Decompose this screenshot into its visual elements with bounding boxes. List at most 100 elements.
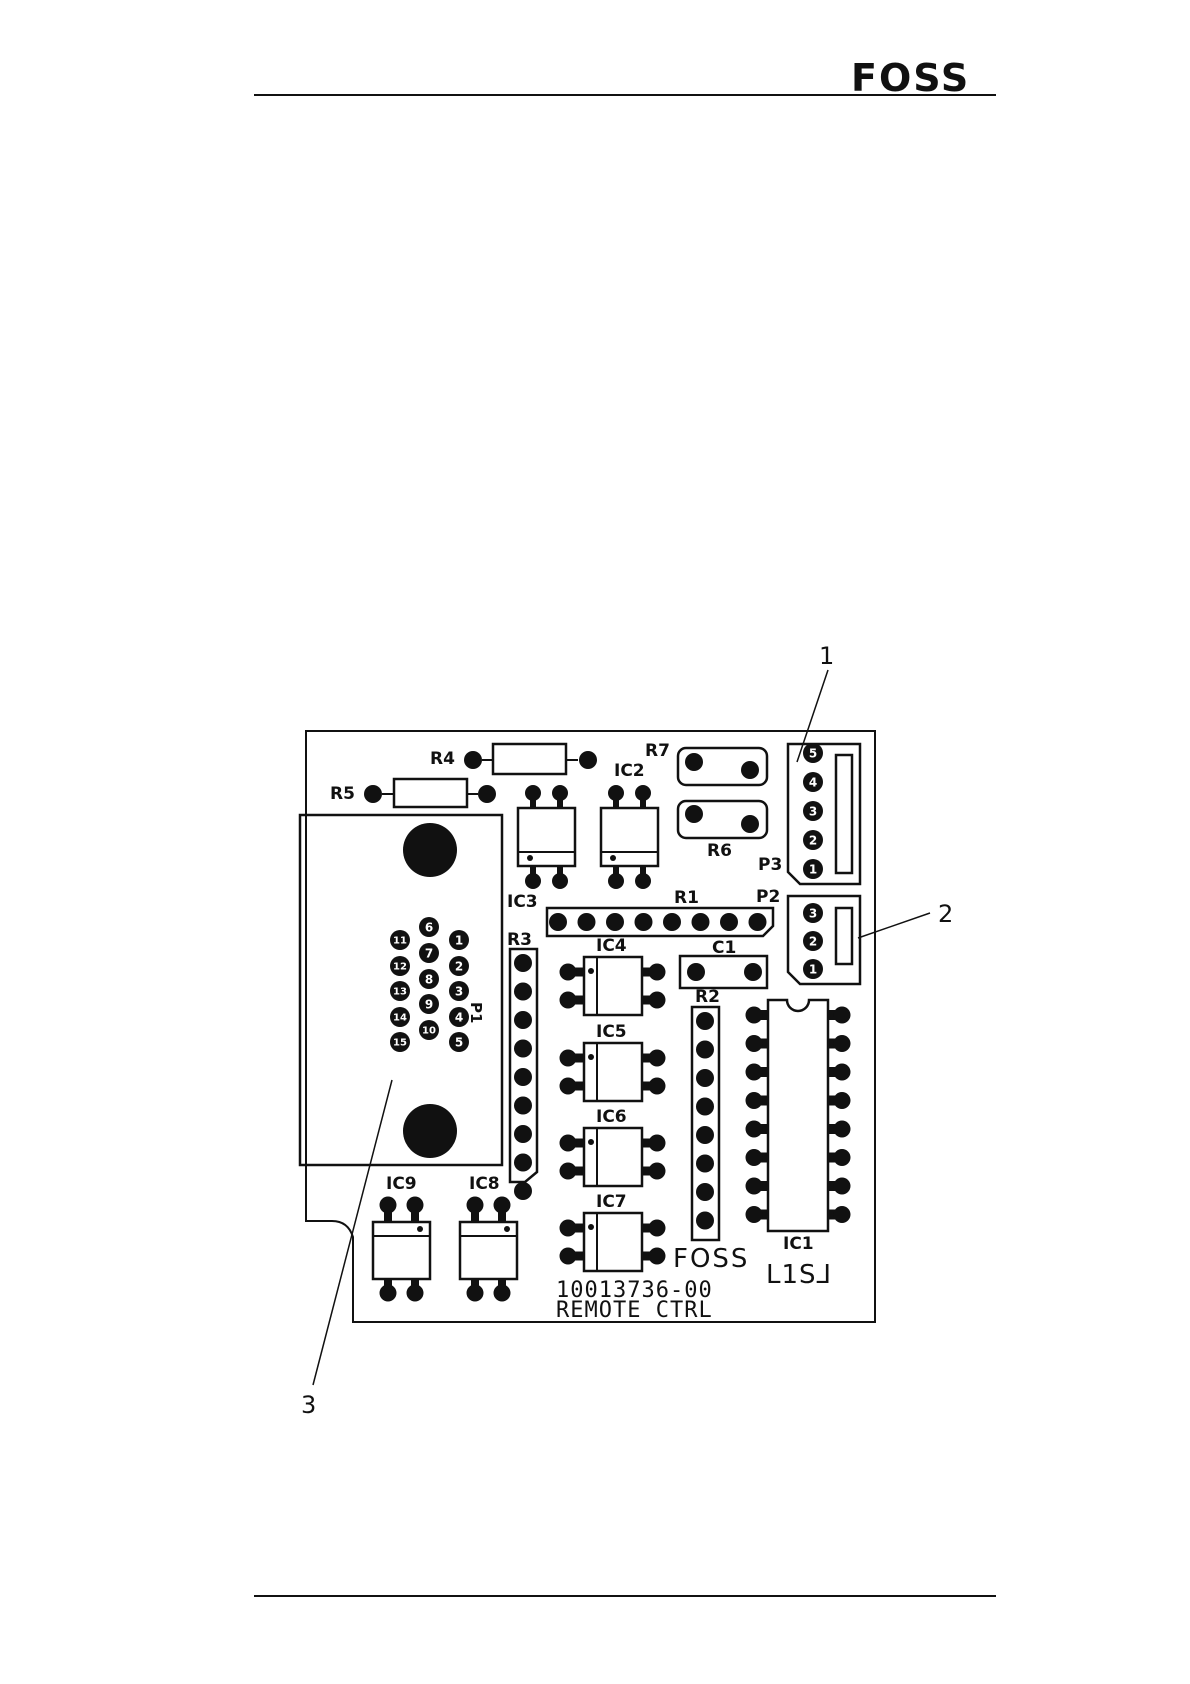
svg-text:1: 1 <box>809 962 817 976</box>
r2-pad <box>696 1183 714 1201</box>
label-r7: R7 <box>645 741 670 761</box>
ic1-pad-right <box>834 1007 851 1024</box>
ic1-pad-left <box>746 1092 763 1109</box>
r3-pad <box>514 983 532 1001</box>
p3-pin-3: 3 <box>803 801 823 821</box>
optocoupler-ic6: IC6 <box>560 1107 666 1186</box>
optocoupler-ic5: IC5 <box>560 1022 666 1101</box>
optocoupler-upper-left <box>518 785 575 889</box>
p3-pin-2: 2 <box>803 830 823 850</box>
dsub-pin-4: 4 <box>449 1007 469 1027</box>
side-optocoupler-group: IC4IC5IC6IC7 <box>560 936 666 1271</box>
ic1-pad-left <box>746 1035 763 1052</box>
p2-pin-1: 1 <box>803 959 823 979</box>
ic1-pad-left <box>746 1178 763 1195</box>
r3-pad <box>514 1011 532 1029</box>
r2-pad <box>696 1041 714 1059</box>
r2-pad <box>696 1126 714 1144</box>
svg-text:10: 10 <box>422 1026 436 1037</box>
r3-pad <box>514 1068 532 1086</box>
ic1-pad-right <box>834 1064 851 1081</box>
label-r6: R6 <box>707 841 732 861</box>
r1-pad <box>578 913 596 931</box>
r3-pad <box>514 1040 532 1058</box>
r1-pad <box>549 913 567 931</box>
ic1-pad-left <box>746 1149 763 1166</box>
svg-text:2: 2 <box>809 934 817 948</box>
label-r3: R3 <box>507 930 532 950</box>
optocoupler-ic2 <box>601 785 658 889</box>
resistor-r4: R4 <box>430 744 597 774</box>
p3-pin-1: 1 <box>803 859 823 879</box>
svg-text:3: 3 <box>455 984 463 998</box>
label-r1: R1 <box>674 888 699 908</box>
mirror-mark: L1S⅃ <box>766 1260 832 1290</box>
ic1-pad-left <box>746 1064 763 1081</box>
svg-text:1: 1 <box>455 933 463 947</box>
leader-line-3 <box>313 1080 392 1385</box>
p2-pin-3: 3 <box>803 903 823 923</box>
p2-pin-group: 3 2 1 <box>803 903 823 979</box>
svg-text:8: 8 <box>425 972 433 986</box>
svg-text:9: 9 <box>425 997 433 1011</box>
label-p1: P1 <box>467 1002 485 1023</box>
r3-pad <box>514 1125 532 1143</box>
dsub-pin-1: 1 <box>449 930 469 950</box>
dsub-pin-2: 2 <box>449 956 469 976</box>
r2-pad <box>696 1155 714 1173</box>
ic1-pad-left <box>746 1121 763 1138</box>
resistor-r7: R7 <box>645 741 767 785</box>
dsub-pin-11: 11 <box>390 930 410 950</box>
optocoupler-ic8 <box>460 1197 517 1302</box>
ic1-pad-right <box>834 1121 851 1138</box>
callout-3: 3 <box>301 1391 316 1419</box>
svg-text:11: 11 <box>393 936 407 947</box>
svg-text:7: 7 <box>425 946 433 960</box>
ic1-pad-left <box>746 1206 763 1223</box>
svg-text:2: 2 <box>809 833 817 847</box>
label-r4: R4 <box>430 749 455 769</box>
label-ic1: IC1 <box>783 1234 814 1254</box>
r1-pad <box>663 913 681 931</box>
r1-pad <box>606 913 624 931</box>
optocoupler-ic9 <box>373 1197 430 1302</box>
r2-pad-group <box>696 1012 714 1230</box>
r2-pad <box>696 1098 714 1116</box>
r3-pad-group <box>514 954 532 1200</box>
label-ic8: IC8 <box>469 1174 500 1194</box>
r1-pad <box>692 913 710 931</box>
optocoupler-ic4: IC4 <box>560 936 666 1015</box>
svg-text:1: 1 <box>809 862 817 876</box>
leader-line-2 <box>858 913 930 938</box>
silkscreen-foss: FOSS <box>673 1244 749 1274</box>
label-p2: P2 <box>756 887 780 907</box>
r1-pad <box>720 913 738 931</box>
ic1-dip16: IC1 <box>768 1000 828 1254</box>
r1-pad <box>749 913 767 931</box>
label-ic6: IC6 <box>596 1107 627 1127</box>
ic1-pad-right <box>834 1206 851 1223</box>
svg-text:5: 5 <box>809 746 817 760</box>
label-ic7: IC7 <box>596 1192 627 1212</box>
dsub-pin-5: 5 <box>449 1032 469 1052</box>
r2-pad <box>696 1012 714 1030</box>
dsub-pin-12: 12 <box>390 956 410 976</box>
ic1-pad-group <box>746 1007 851 1224</box>
label-ic9: IC9 <box>386 1174 417 1194</box>
p3-pin-5: 5 <box>803 743 823 763</box>
dsub-pin-15: 15 <box>390 1032 410 1052</box>
svg-text:5: 5 <box>455 1035 463 1049</box>
label-ic2: IC2 <box>614 761 645 781</box>
label-ic3: IC3 <box>507 892 538 912</box>
resistor-r5: R5 <box>330 779 496 807</box>
p2-pin-2: 2 <box>803 931 823 951</box>
r2-pad <box>696 1212 714 1230</box>
svg-text:6: 6 <box>425 920 433 934</box>
r1-pad <box>635 913 653 931</box>
svg-text:12: 12 <box>393 962 407 973</box>
svg-text:4: 4 <box>455 1010 463 1024</box>
label-ic5: IC5 <box>596 1022 627 1042</box>
capacitor-c1: C1 <box>680 938 767 988</box>
